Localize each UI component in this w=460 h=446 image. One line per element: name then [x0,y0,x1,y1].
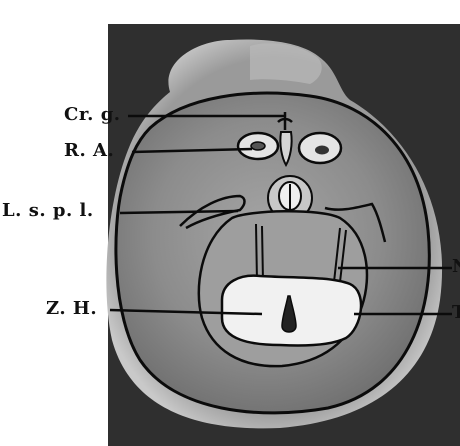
label-l-s-p-l: L. s. p. l. [2,200,94,221]
label-t-cut: T [452,302,460,323]
left-organ-core [251,142,265,150]
label-n-cut: N [452,256,460,277]
label-cr-g: Cr. g. [64,104,121,125]
right-organ-core [315,146,329,155]
label-r-a: R. A. [64,140,114,161]
label-z-h: Z. H. [46,298,97,319]
